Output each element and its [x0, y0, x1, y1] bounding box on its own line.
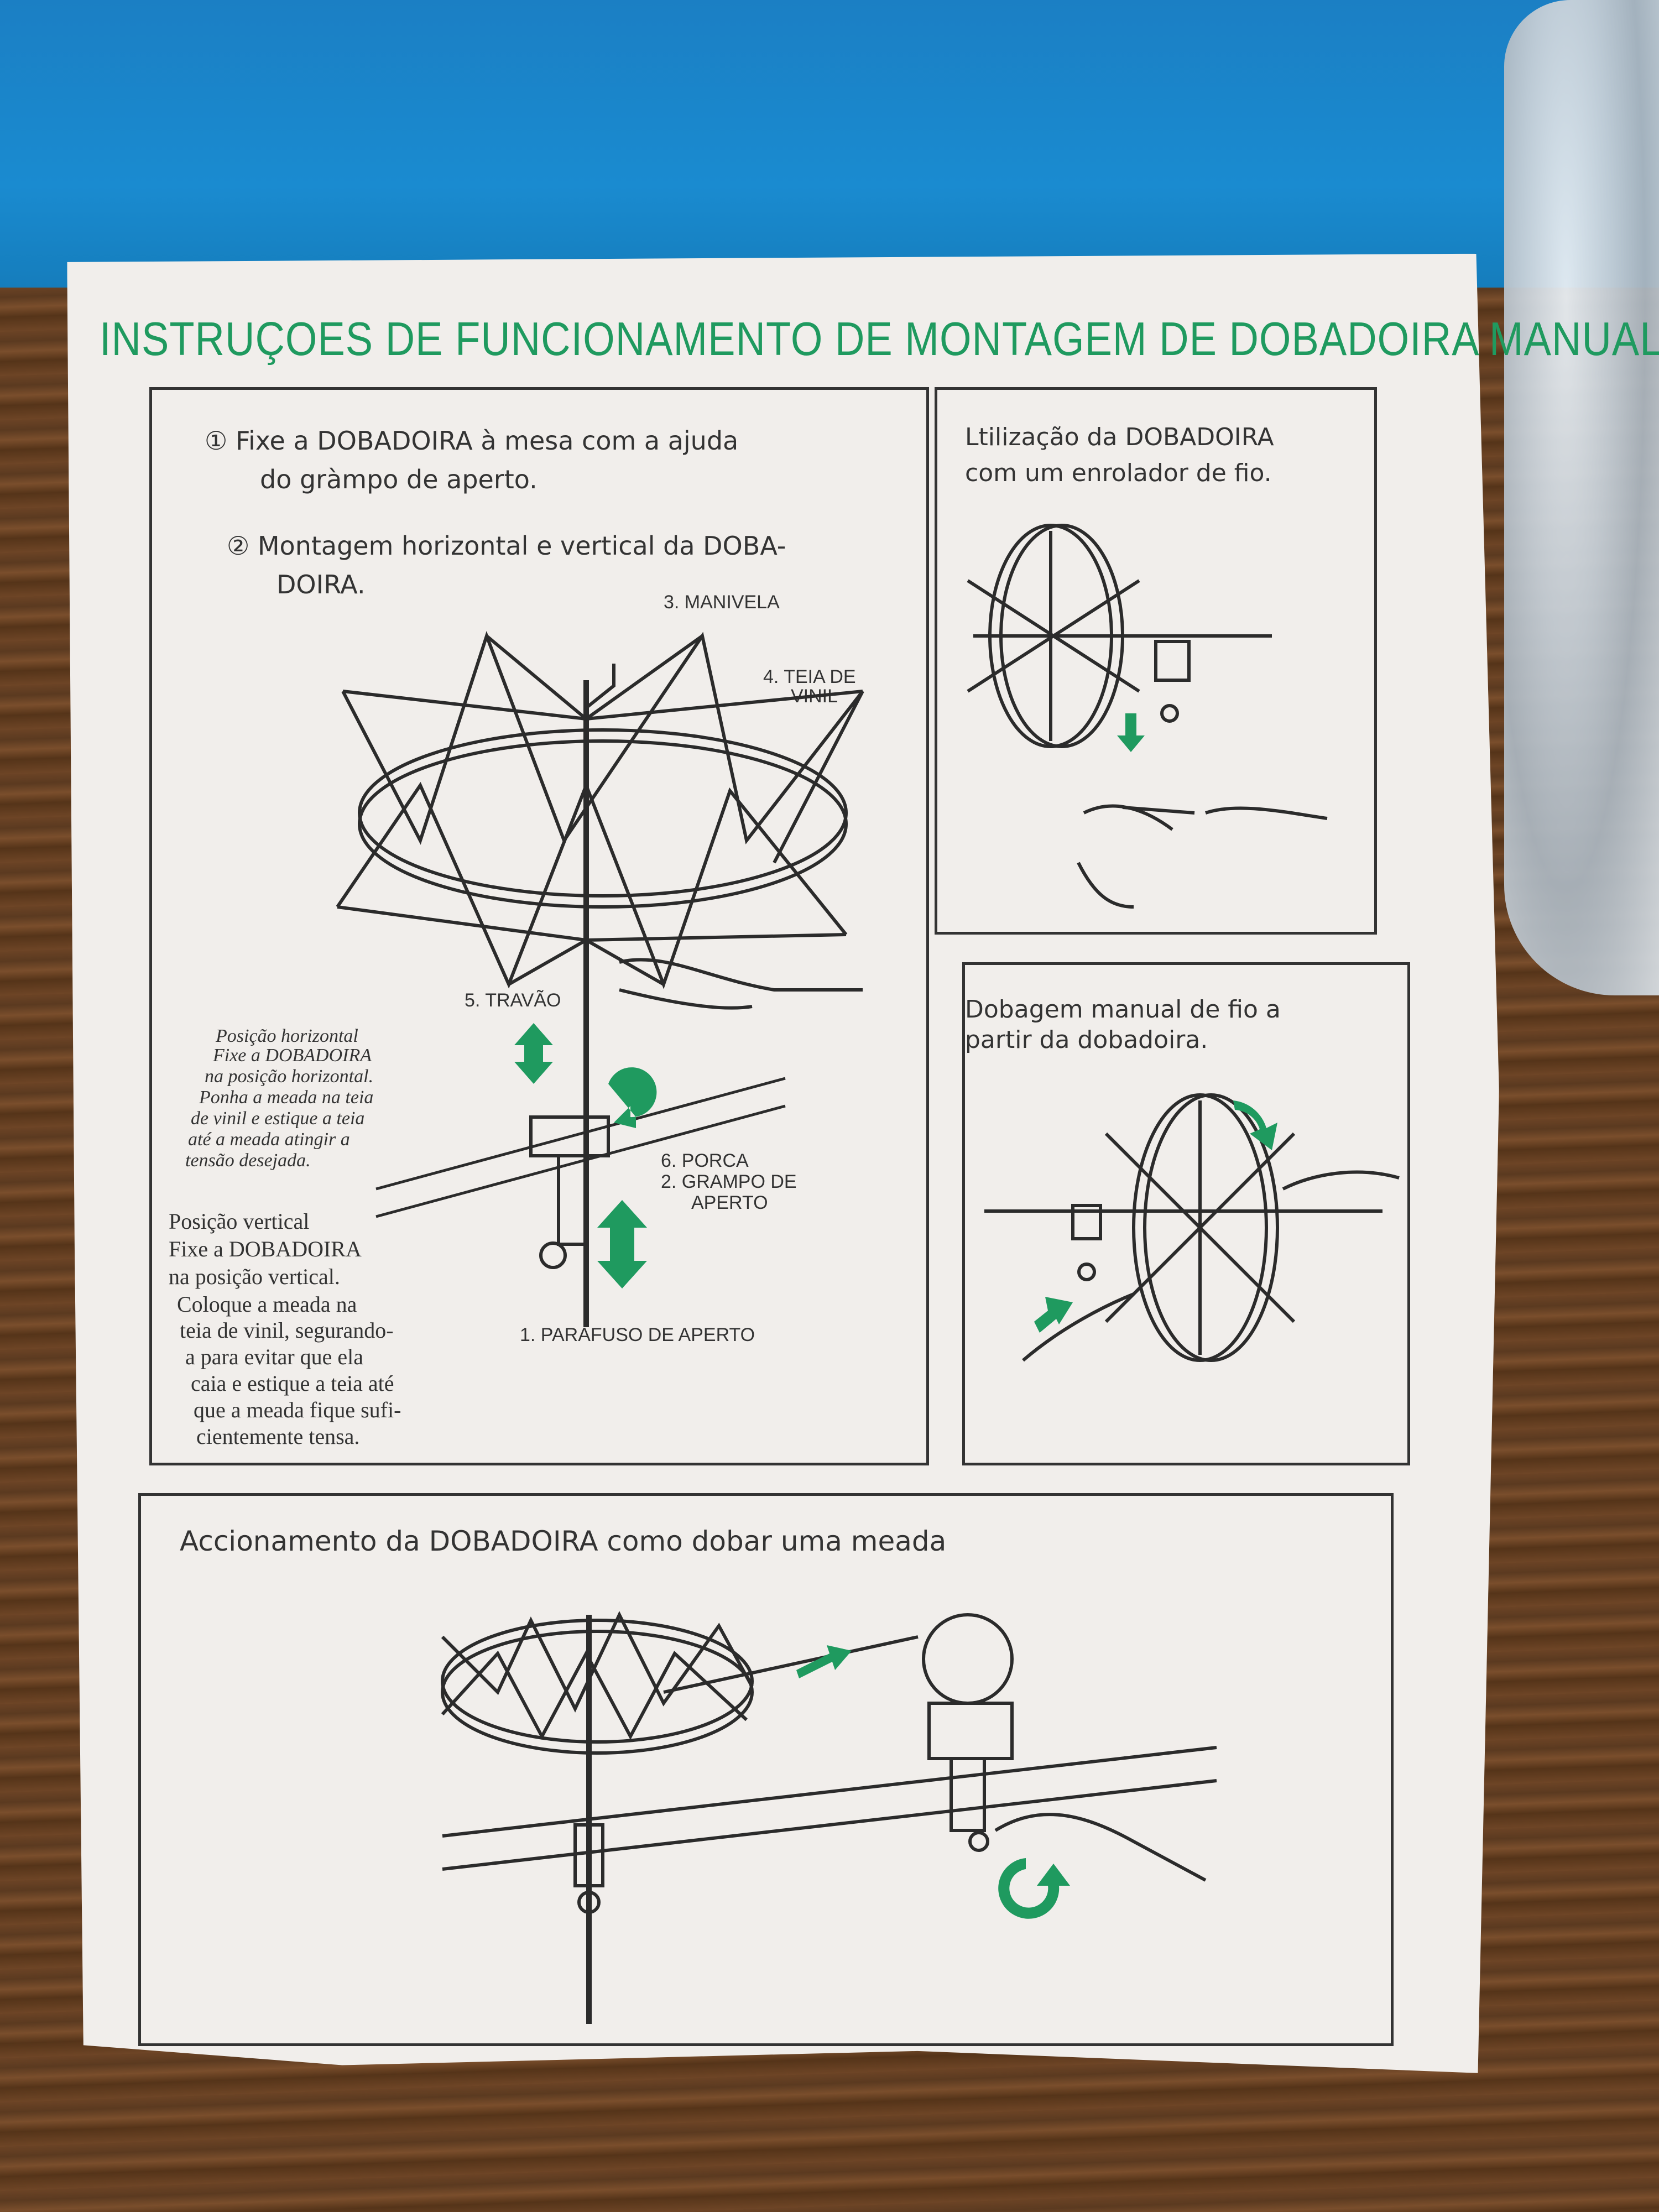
winder-usage-line1: Ltilização da DOBADOIRA [965, 423, 1274, 451]
panel-manual-winding [962, 962, 1410, 1465]
vertical-line: que a meada fique sufi- [194, 1397, 401, 1422]
vertical-line: teia de vinil, segurando- [180, 1318, 394, 1343]
winder-usage-line2: com um enrolador de fio. [965, 459, 1272, 487]
horizontal-line: tensão desejada. [185, 1150, 311, 1171]
label-grampo-2: APERTO [691, 1192, 768, 1213]
manual-winding-line1: Dobagem manual de fio a [965, 995, 1281, 1024]
panel-assembly [149, 387, 929, 1465]
vertical-line: na posição vertical. [169, 1264, 340, 1289]
step2-line2: DOIRA. [276, 570, 366, 599]
step1-line1: ① Fixe a DOBADOIRA à mesa com a ajuda [205, 426, 739, 456]
horizontal-line: Posição horizontal [216, 1026, 358, 1046]
step2-line1: ② Montagem horizontal e vertical da DOBA… [227, 531, 786, 561]
horizontal-line: Ponha a meada na teia [199, 1087, 374, 1108]
label-grampo-1: 2. GRAMPO DE [661, 1171, 797, 1192]
vertical-line: Coloque a meada na [177, 1292, 357, 1317]
label-manivela: 3. MANIVELA [664, 592, 780, 613]
horizontal-line: Fixe a DOBADOIRA [213, 1045, 372, 1066]
panel-winder-usage [935, 387, 1377, 935]
label-teia-1: 4. TEIA DE [763, 666, 856, 687]
vertical-line: caia e estique a teia até [191, 1371, 394, 1396]
label-travao: 5. TRAVÃO [465, 990, 561, 1011]
vertical-line: Posição vertical [169, 1209, 310, 1234]
horizontal-line: até a meada atingir a [188, 1129, 350, 1150]
horizontal-line: na posição horizontal. [205, 1066, 374, 1087]
label-parafuso: 1. PARAFUSO DE APERTO [520, 1324, 755, 1345]
plastic-bag [1504, 0, 1659, 995]
operation-caption: Accionamento da DOBADOIRA como dobar uma… [180, 1525, 947, 1557]
vertical-line: cientemente tensa. [196, 1424, 360, 1449]
label-porca: 6. PORCA [661, 1150, 749, 1171]
panel-operation [138, 1493, 1394, 2046]
step1-line2: do gràmpo de aperto. [260, 465, 538, 494]
vertical-line: Fixe a DOBADOIRA [169, 1237, 362, 1261]
vertical-line: a para evitar que ela [185, 1344, 364, 1369]
horizontal-line: de vinil e estique a teia [191, 1108, 365, 1129]
manual-winding-line2: partir da dobadoira. [965, 1026, 1208, 1054]
